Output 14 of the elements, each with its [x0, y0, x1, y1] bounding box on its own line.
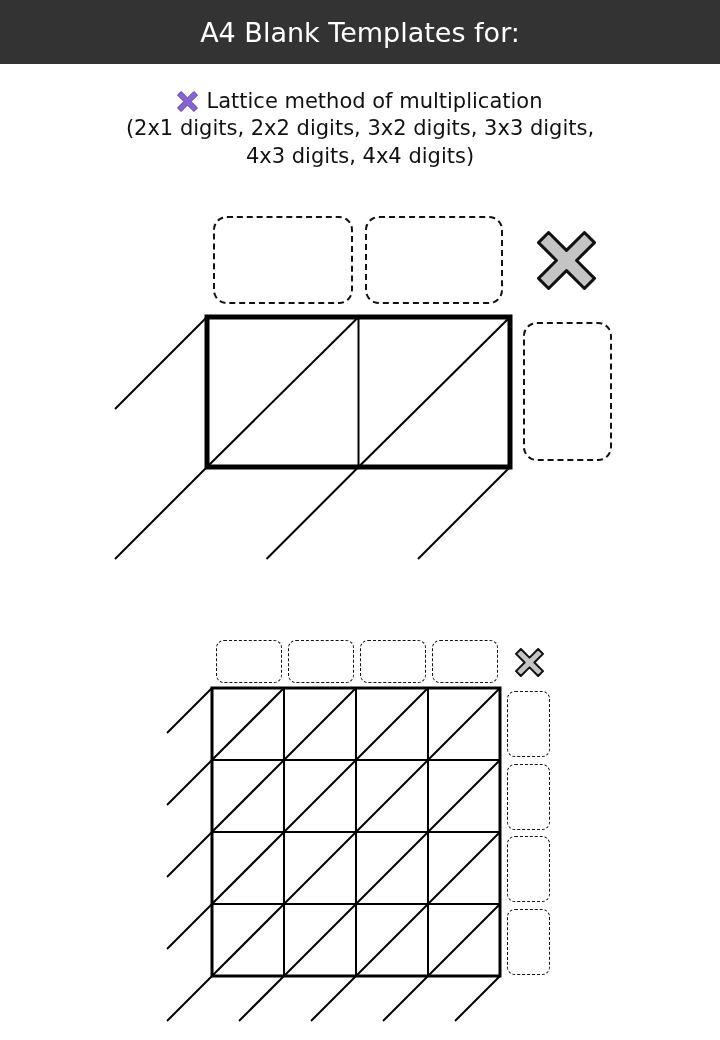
- digit-box: [507, 836, 550, 902]
- digit-box: [213, 216, 353, 304]
- title: A4 Blank Templates for:: [200, 16, 520, 48]
- subtitle: Lattice method of multiplication: [206, 88, 543, 115]
- digit-box: [507, 691, 550, 757]
- digit-box: [365, 216, 503, 304]
- digit-box: [507, 764, 550, 830]
- digit-box: [432, 640, 498, 683]
- digit-box: [216, 640, 282, 683]
- digit-box: [523, 322, 612, 461]
- subtitle-detail: (2x1 digits, 2x2 digits, 3x2 digits, 3x3 digits, 4x3 digits, 4x4 digits): [124, 115, 596, 170]
- digit-box: [507, 909, 550, 975]
- digit-box: [288, 640, 354, 683]
- digit-box: [360, 640, 426, 683]
